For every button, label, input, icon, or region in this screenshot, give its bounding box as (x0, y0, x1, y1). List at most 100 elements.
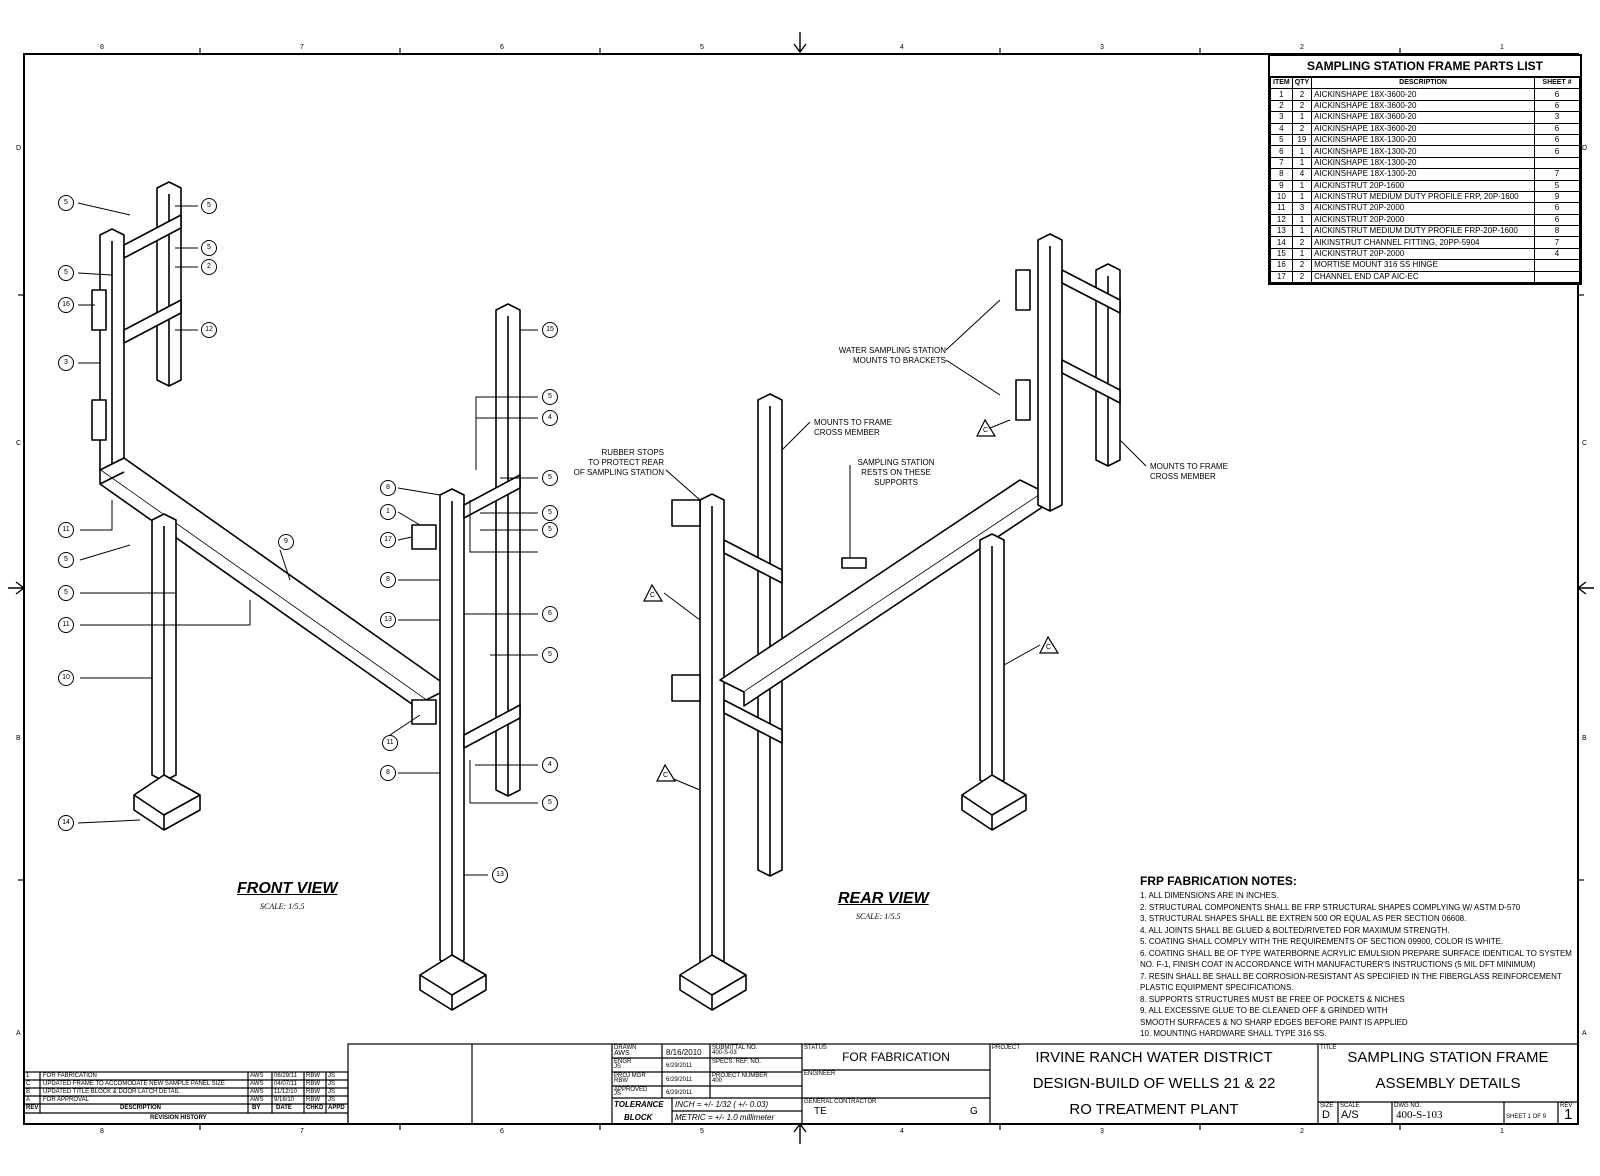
parts-cell: 1 (1291, 213, 1313, 227)
part-balloon: 11 (58, 522, 74, 538)
section-marker-label: C (983, 427, 989, 434)
parts-cell: MORTISE MOUNT 316 SS HINGE (1311, 259, 1535, 272)
zone-column-label: 3 (1100, 44, 1104, 51)
parts-cell: 10 (1270, 190, 1293, 204)
parts-cell: 5 (1534, 179, 1580, 192)
parts-cell: AICKINSHAPE 18X-3600-20 (1311, 111, 1535, 124)
parts-cell: 9 (1534, 190, 1580, 204)
zone-column-label: 8 (100, 44, 104, 51)
revision-cell: 11/12/10 (274, 1089, 297, 1095)
part-balloon: 5 (542, 505, 558, 521)
revision-cell: UPDATED TITLE BLOCK & DOOR LATCH DETAIL (43, 1089, 180, 1095)
tolerance-label-2: BLOCK (624, 1113, 653, 1122)
section-markers (643, 418, 1060, 782)
zone-row-label: A (1582, 1030, 1587, 1037)
parts-cell: AICKINSTRUT 20P-2000 (1311, 213, 1535, 227)
note-line: 8. SUPPORTS STRUCTURES MUST BE FREE OF P… (1140, 994, 1405, 1004)
revision-header-cell: DATE (276, 1105, 292, 1111)
part-balloon: 4 (542, 757, 558, 773)
note-line: 7. RESIN SHALL BE SHALL BE CORROSION-RES… (1140, 971, 1562, 981)
zone-column-label: 7 (300, 44, 304, 51)
revision-cell: 04/07/11 (274, 1081, 297, 1087)
title-block-lines (23, 1043, 1579, 1125)
parts-cell: 2 (1291, 259, 1313, 272)
front-view-title: FRONT VIEW (237, 880, 338, 897)
center-arrows (8, 32, 1594, 1144)
approved-date: 6/29/2011 (666, 1090, 693, 1096)
note-line: 1. ALL DIMENSIONS ARE IN INCHES. (1140, 891, 1279, 900)
status-value: FOR FABRICATION (842, 1050, 950, 1064)
revision-cell: 1 (26, 1073, 30, 1079)
zone-column-label: 1 (1500, 1128, 1504, 1135)
zone-column-label: 8 (100, 1128, 104, 1135)
parts-cell: 14 (1270, 236, 1293, 249)
revision-cell: JS (328, 1081, 336, 1087)
parts-cell: 6 (1534, 133, 1580, 147)
project-line-1: IRVINE RANCH WATER DISTRICT (1035, 1049, 1273, 1066)
revision-cell: AWS (250, 1081, 264, 1087)
part-balloon: 8 (380, 765, 396, 781)
parts-cell: 6 (1270, 145, 1293, 158)
part-balloon: 1 (380, 504, 396, 520)
parts-cell: 6 (1534, 99, 1580, 113)
rear-view-title: REAR VIEW (838, 890, 929, 907)
drawn-label: DRAWN (614, 1045, 637, 1051)
revision-cell: JS (328, 1073, 336, 1079)
parts-cell: AICKINSHAPE 18X-1300-20 (1311, 133, 1535, 147)
zone-ticks (18, 48, 1584, 1130)
part-balloon: 5 (58, 552, 74, 568)
part-balloon: 5 (542, 470, 558, 486)
front-view-scale: SCALE: 1/5.5 (260, 902, 305, 911)
parts-cell: 6 (1534, 88, 1580, 101)
parts-cell: AICKINSHAPE 18X-1300-20 (1311, 145, 1535, 158)
rev-value: 1 (1564, 1106, 1573, 1123)
revision-cell: RBW (306, 1089, 320, 1095)
scale-value: A/S (1341, 1109, 1359, 1121)
revision-cell: JS (328, 1089, 336, 1095)
project-line-3: RO TREATMENT PLANT (1069, 1101, 1239, 1118)
section-marker-label: C (663, 772, 669, 779)
parts-header-cell: QTY (1291, 76, 1313, 90)
parts-cell: 17 (1270, 270, 1293, 284)
note-line: 10. MOUNTING HARDWARE SHALL TYPE 316 SS. (1140, 1029, 1327, 1038)
revision-cell: RBW (306, 1097, 320, 1103)
parts-cell: 4 (1534, 247, 1580, 261)
note-line: 9. ALL EXCESSIVE GLUE TO BE CLEANED OFF … (1140, 1006, 1388, 1015)
parts-cell: 12 (1270, 213, 1293, 227)
tolerance-inch: INCH = +/- 1/32 ( +/- 0.03) (675, 1100, 769, 1109)
revision-cell: 9/16/10 (274, 1097, 295, 1103)
parts-cell: AICKINSTRUT 20P-2000 (1311, 202, 1535, 215)
engineer-label: ENGINEER (804, 1071, 836, 1077)
revision-cell: AWS (250, 1073, 264, 1079)
parts-cell: 2 (1291, 88, 1313, 101)
parts-cell: 3 (1291, 202, 1313, 215)
part-balloon: 11 (382, 735, 398, 751)
project-number-label: PROJECT NUMBER (712, 1073, 768, 1079)
tolerance-metric: METRIC = +/- 1.0 millimeter (675, 1113, 775, 1122)
gc-label: GENERAL CONTRACTOR (804, 1099, 877, 1105)
part-balloon: 5 (542, 389, 558, 405)
revision-cell: AWS (250, 1089, 264, 1095)
parts-cell: CHANNEL END CAP AIC-EC (1311, 270, 1535, 284)
zone-row-label: B (16, 735, 21, 742)
parts-cell: 16 (1270, 259, 1293, 272)
parts-cell: 1 (1291, 190, 1313, 204)
parts-cell: AICKINSTRUT MEDIUM DUTY PROFILE FRP-20P-… (1311, 225, 1535, 238)
callout-mounts-cross-2: MOUNTS TO FRAME CROSS MEMBER (1150, 462, 1228, 481)
parts-cell: 1 (1270, 88, 1293, 101)
parts-cell: 9 (1270, 179, 1293, 192)
engr-date: 6/29/2011 (666, 1063, 693, 1069)
parts-cell: 8 (1270, 168, 1293, 181)
parts-cell (1534, 270, 1580, 284)
dwg-number: 400-S-103 (1396, 1109, 1443, 1121)
parts-cell: 1 (1291, 225, 1313, 238)
